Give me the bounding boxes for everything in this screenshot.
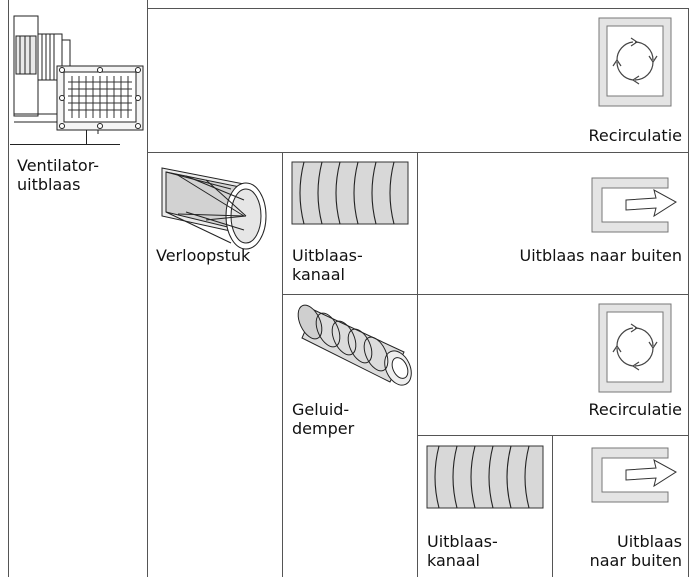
flexible-duct-illustration [291, 161, 409, 225]
outside-exhaust-symbol-icon [591, 177, 677, 233]
recirculation-mid-label: Recirculatie [588, 400, 682, 419]
grid-line [552, 435, 553, 577]
silencer-illustration [297, 304, 412, 386]
grid-line [417, 152, 418, 577]
recirculation-top-label: Recirculatie [588, 126, 682, 145]
grid-line [282, 152, 283, 577]
grid-line [282, 294, 689, 295]
grid-line [147, 0, 148, 577]
grid-line [8, 0, 9, 577]
recirculation-symbol-icon [598, 303, 672, 393]
grid-line [147, 8, 689, 9]
reducer-illustration [161, 167, 267, 250]
outside-2-label: Uitblaas naar buiten [589, 532, 682, 570]
silencer-label: Geluid- demper [292, 400, 355, 438]
grid-line [147, 152, 689, 153]
grid-line [417, 435, 689, 436]
outside-1-label: Uitblaas naar buiten [519, 246, 682, 265]
grid-line [688, 8, 689, 577]
fan-outlet-label: Ventilator- uitblaas [17, 156, 100, 194]
fan-unit-illustration [13, 15, 144, 134]
fan-outlet-pointer [86, 130, 87, 144]
duct-2-label: Uitblaas- kanaal [427, 532, 498, 570]
flexible-duct-illustration [426, 445, 544, 509]
reducer-label: Verloopstuk [156, 246, 251, 265]
duct-1-label: Uitblaas- kanaal [292, 246, 363, 284]
fan-outlet-pointer-bar [10, 144, 120, 145]
outside-exhaust-symbol-icon [591, 447, 677, 503]
recirculation-symbol-icon [598, 17, 672, 107]
